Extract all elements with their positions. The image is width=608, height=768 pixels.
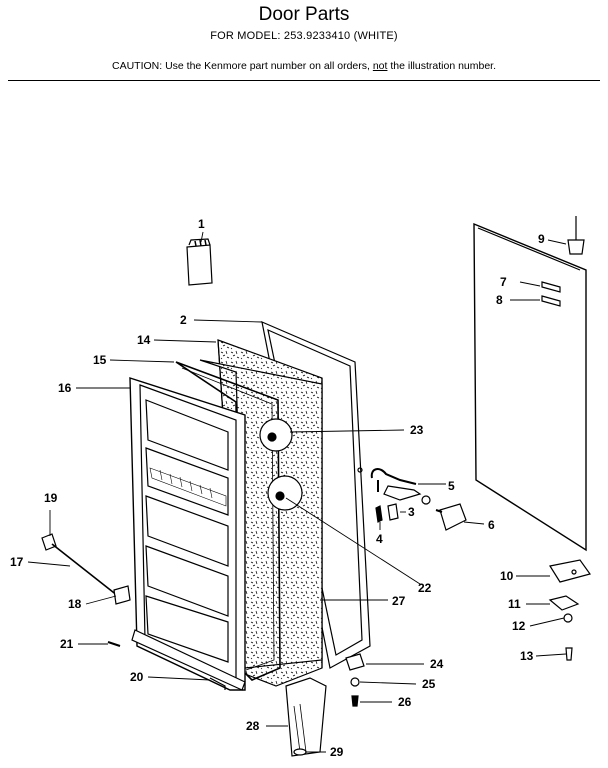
callout-19: 19: [44, 491, 58, 505]
callout-8: 8: [496, 293, 503, 307]
callout-10: 10: [500, 569, 514, 583]
part-21-screw: [107, 641, 121, 647]
callout-26: 26: [398, 695, 412, 709]
callout-7: 7: [500, 275, 507, 289]
part-5-handle: [370, 468, 422, 501]
callout-4: 4: [376, 532, 383, 546]
part-19-bracket: [41, 533, 57, 551]
callout-21: 21: [60, 637, 74, 651]
part-10-hinge: [549, 559, 591, 583]
part-9-hinge-pin: [567, 216, 585, 255]
part-29-screw: [293, 748, 307, 756]
part-12-bushing: [563, 613, 573, 623]
callout-5: 5: [448, 479, 455, 493]
part-22-screw: [267, 475, 303, 511]
callout-24: 24: [430, 657, 444, 671]
part-18-bracket: [113, 585, 131, 605]
part-26-screw: [351, 695, 359, 707]
part-17-stop-rod: [51, 543, 119, 597]
part-25-washer: [350, 677, 360, 687]
part-6-knob: [435, 503, 467, 531]
callout-28: 28: [246, 719, 260, 733]
caution-text-post: the illustration number.: [387, 60, 497, 72]
callout-13: 13: [520, 649, 534, 663]
part-11-hinge-block: [548, 595, 580, 611]
callout-29: 29: [330, 745, 344, 759]
part-24-bracket: [345, 653, 365, 671]
part-1-packet: [186, 238, 213, 286]
caution-text-pre: CAUTION: Use the Kenmore part number on …: [111, 60, 373, 72]
part-13-screw: [565, 647, 573, 661]
part-23-screw: [259, 418, 293, 452]
callout-25: 25: [422, 677, 436, 691]
page-title: Door Parts: [258, 4, 350, 25]
part-3-clip: [387, 495, 431, 521]
callout-12: 12: [512, 619, 526, 633]
callout-17: 17: [10, 555, 24, 569]
callout-1: 1: [198, 217, 205, 231]
model-line: FOR MODEL: 253.9233410 (WHITE): [210, 30, 398, 42]
part-28-cover: [285, 677, 327, 757]
callout-27: 27: [392, 594, 406, 608]
callout-14: 14: [137, 333, 151, 347]
callout-3: 3: [408, 505, 415, 519]
callout-15: 15: [93, 353, 107, 367]
part-15-gasket: [175, 361, 281, 681]
caution-note: CAUTION: Use the Kenmore part number on …: [0, 60, 608, 72]
leader-lines: [27, 231, 567, 753]
callout-16: 16: [58, 381, 72, 395]
header-divider: [8, 80, 600, 81]
part-4-pin: [375, 505, 383, 523]
callout-2: 2: [180, 313, 187, 327]
callout-20: 20: [130, 670, 144, 684]
callout-11: 11: [508, 597, 521, 611]
callout-labels: 1 2 14 15 16 23 5 3 4 6 22 27 9 7 8 10 1…: [10, 217, 545, 759]
outer-door-panel: [473, 222, 587, 552]
part-16-inner-liner: [129, 377, 246, 691]
part-20-bottom-trim: [131, 629, 246, 691]
callout-22: 22: [418, 581, 432, 595]
callout-9: 9: [538, 232, 545, 246]
caution-text-not: not: [372, 60, 388, 72]
callout-6: 6: [488, 518, 495, 532]
callout-23: 23: [410, 423, 424, 437]
callout-18: 18: [68, 597, 82, 611]
